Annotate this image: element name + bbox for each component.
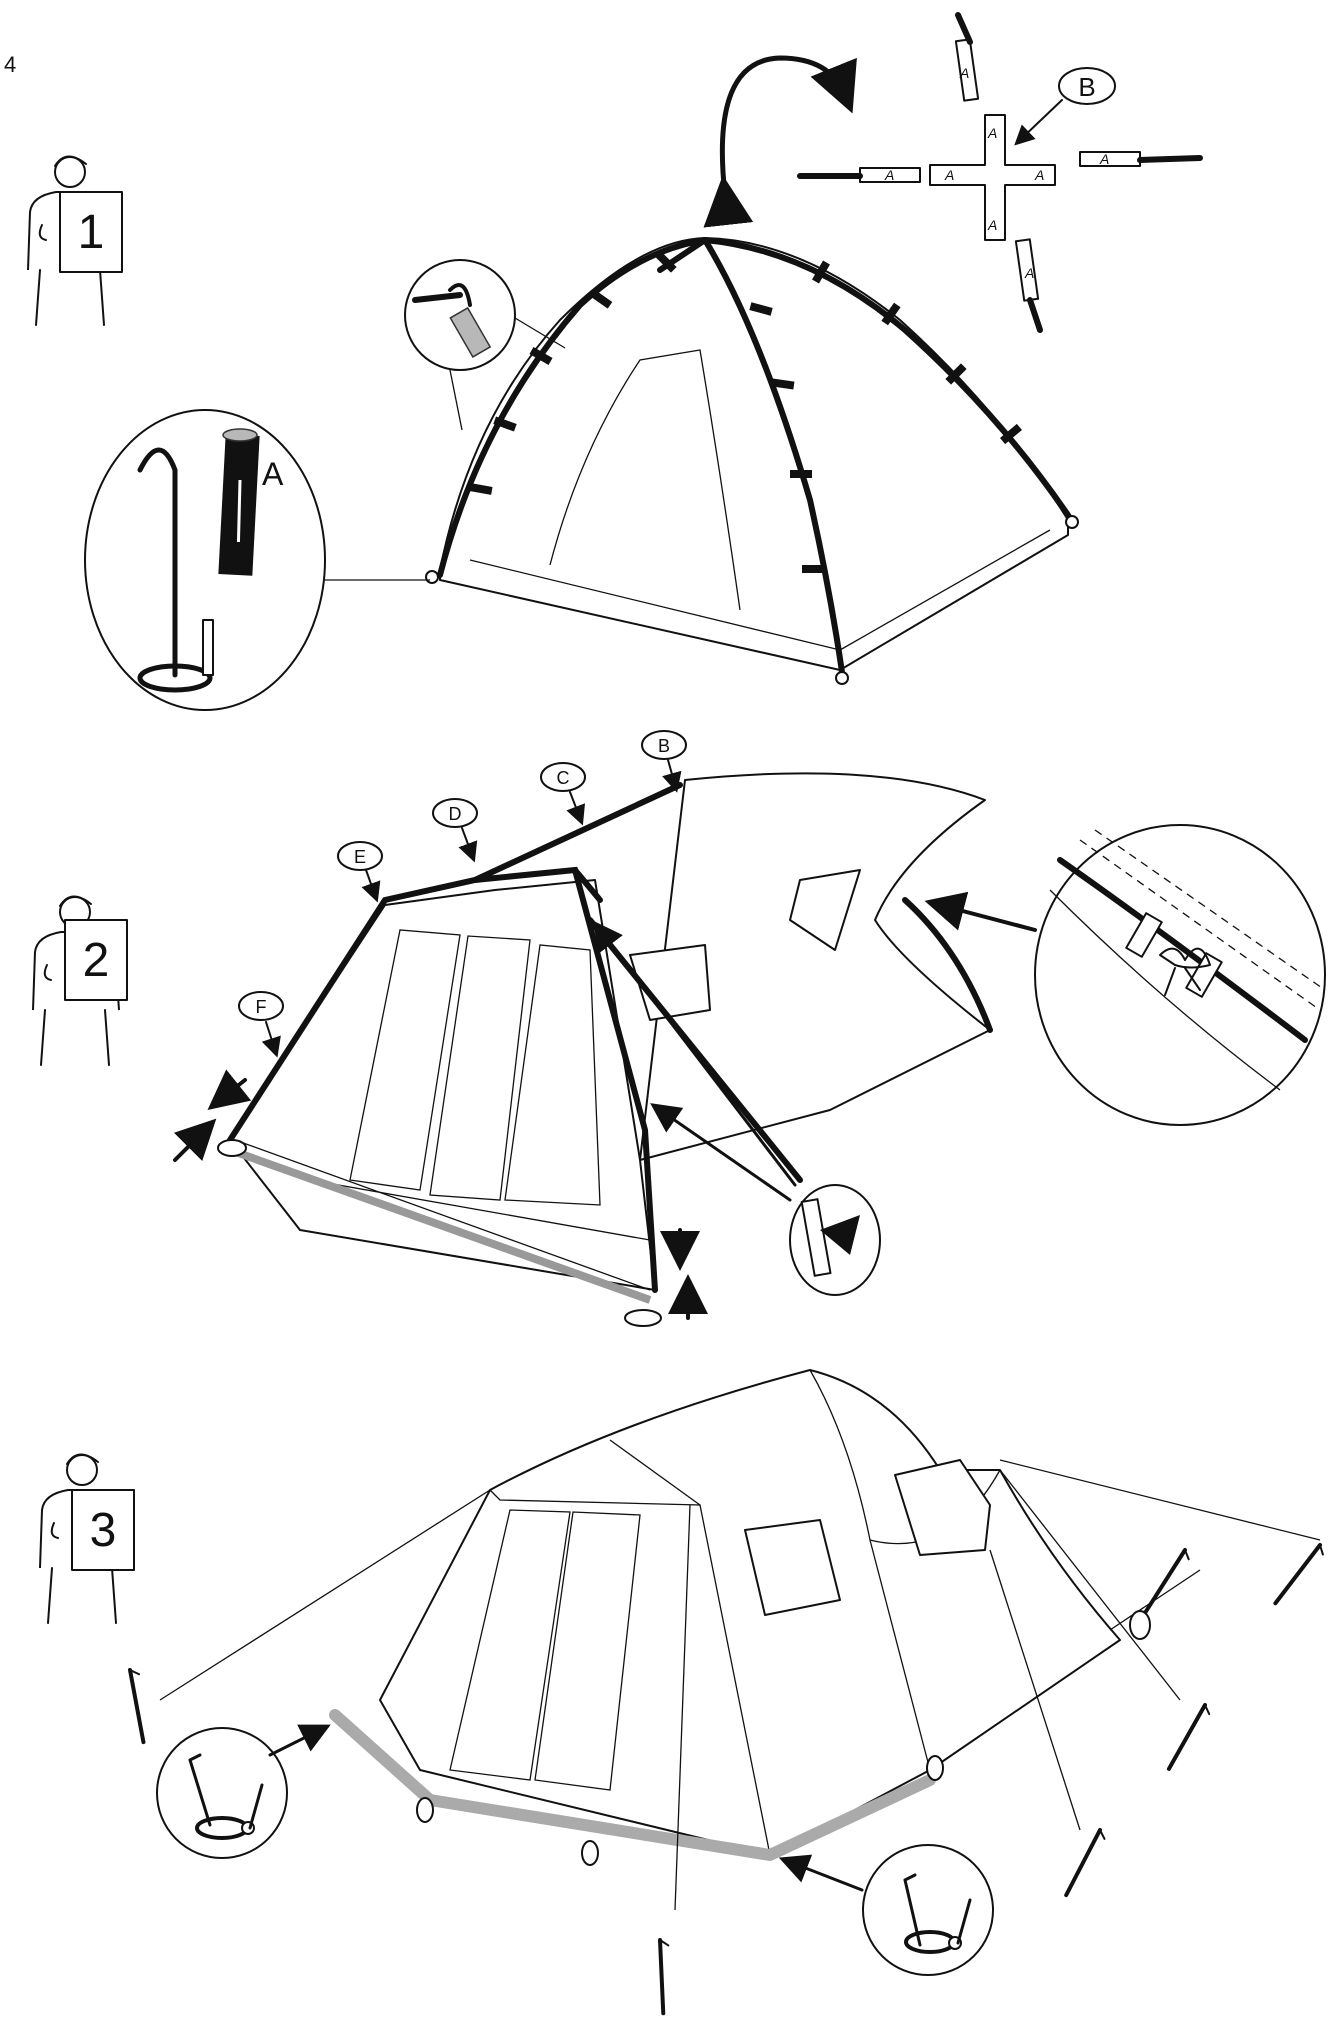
step-3: 3	[39, 1369, 1328, 2016]
magnifier-circle-icon	[789, 1184, 881, 1296]
person-holding-sign-icon: 2	[32, 895, 128, 1066]
hub-pole-label: A	[1034, 167, 1044, 183]
step-sign	[71, 1489, 135, 1571]
pole-hub-diagram: A A A A A A A A B	[797, 12, 1203, 333]
hub-pole-label: A	[884, 167, 894, 183]
hub-label: B	[1078, 72, 1095, 102]
magnifier-circle-icon	[156, 1724, 331, 1859]
step-sign	[64, 919, 128, 1001]
magnifier-circle-icon	[404, 259, 566, 431]
pin-label: A	[262, 456, 284, 492]
hub-pole-label: A	[944, 167, 954, 183]
frame-label-f: F	[256, 997, 267, 1017]
step-number: 1	[78, 206, 105, 259]
hub-pole-label: A	[1024, 265, 1034, 281]
frame-label-e: E	[354, 847, 366, 867]
step-sign	[59, 191, 123, 273]
step-1: 1	[27, 12, 1203, 711]
curved-arrow-icon	[703, 55, 857, 228]
person-holding-sign-icon: 3	[39, 1453, 135, 1624]
magnifier-circle-icon	[1034, 824, 1326, 1126]
person-holding-sign-icon: 1	[27, 155, 123, 326]
frame-label-c: C	[557, 768, 570, 788]
magnifier-circle-icon	[778, 1844, 994, 1976]
hub-pole-label: A	[987, 125, 997, 141]
frame-label-d: D	[449, 804, 462, 824]
hub-pole-label: A	[1099, 151, 1109, 167]
pitched-tent	[159, 1369, 1321, 1911]
tunnel-tent-frame: B C D E F	[173, 730, 1037, 1327]
hub-pole-label: A	[959, 65, 969, 81]
dome-tent	[425, 237, 1079, 685]
step-number: 2	[83, 934, 110, 987]
page-number: 4	[4, 52, 17, 77]
step-2: 2 B	[32, 730, 1326, 1327]
magnifier-circle-icon: A	[84, 409, 430, 711]
frame-label-b: B	[658, 736, 670, 756]
hub-pole-label: A	[987, 217, 997, 233]
step-number: 3	[90, 1504, 117, 1557]
